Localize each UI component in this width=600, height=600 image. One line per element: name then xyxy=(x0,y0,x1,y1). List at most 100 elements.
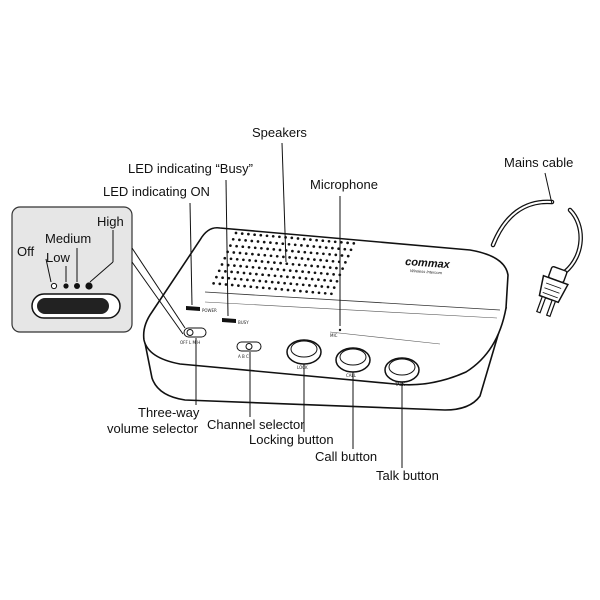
grille-hole xyxy=(235,244,238,248)
grille-hole xyxy=(286,288,290,292)
grille-hole xyxy=(297,250,300,254)
grille-hole xyxy=(274,287,277,291)
grille-hole xyxy=(266,247,269,251)
volume-switch[interactable] xyxy=(183,327,207,338)
grille-hole xyxy=(230,283,234,287)
grille-hole xyxy=(278,248,282,252)
grille-hole xyxy=(317,291,321,295)
grille-hole xyxy=(278,235,281,239)
grille-hole xyxy=(259,233,263,237)
grille-hole xyxy=(292,289,296,292)
grille-hole xyxy=(313,258,316,261)
grille-hole xyxy=(255,272,258,276)
grille-hole xyxy=(247,232,250,236)
mains-cable xyxy=(490,199,583,275)
talk-button-text: TALK xyxy=(394,382,405,387)
grille-hole xyxy=(243,284,246,288)
grille-hole xyxy=(301,283,305,287)
grille-hole xyxy=(239,264,242,268)
grille-hole xyxy=(261,273,264,277)
grille-hole xyxy=(242,258,245,262)
grille-hole xyxy=(308,284,311,287)
channel-switch[interactable] xyxy=(236,341,262,352)
grille-hole xyxy=(327,239,331,243)
grille-hole xyxy=(291,262,295,266)
grille-hole xyxy=(242,271,246,275)
grille-hole xyxy=(233,264,236,267)
grille-hole xyxy=(321,239,325,243)
grille-hole xyxy=(235,257,239,261)
grille-hole xyxy=(333,240,337,244)
talk-button-label: Talk button xyxy=(376,468,439,483)
grille-hole xyxy=(239,277,243,281)
three-way-label-line2: volume selector xyxy=(107,421,199,436)
lock-button[interactable] xyxy=(286,339,322,365)
grille-hole xyxy=(240,232,244,235)
grille-hole xyxy=(340,254,344,257)
call-button[interactable] xyxy=(335,347,371,373)
mains-plug xyxy=(536,265,569,318)
grille-hole xyxy=(275,254,279,258)
grille-hole xyxy=(288,256,291,259)
grille-hole xyxy=(270,280,274,284)
grille-hole xyxy=(326,285,330,289)
grille-hole xyxy=(241,245,245,249)
led-busy-label: LED indicating “Busy” xyxy=(128,161,253,176)
grille-hole xyxy=(331,246,334,250)
grille-hole xyxy=(221,276,224,280)
mains-cable-label: Mains cable xyxy=(504,155,573,170)
inset-low-dot xyxy=(63,283,69,289)
grille-hole xyxy=(340,240,343,244)
grille-hole xyxy=(260,246,263,250)
volume-scale-text: OFF L M H xyxy=(180,340,200,345)
grille-hole xyxy=(224,270,227,273)
grille-hole xyxy=(266,260,270,264)
grille-hole xyxy=(307,270,311,274)
inset-off-label: Off xyxy=(17,244,34,259)
grille-hole xyxy=(246,278,249,282)
call-button-text: CALL xyxy=(346,373,357,378)
grille-hole xyxy=(319,258,322,262)
grille-hole xyxy=(302,237,306,241)
inset-off-dot xyxy=(50,282,58,290)
microphone-label: Microphone xyxy=(310,177,378,192)
grille-hole xyxy=(312,245,316,248)
led-busy-leader xyxy=(225,179,229,317)
grille-hole xyxy=(289,282,293,286)
grille-hole xyxy=(248,272,252,275)
grille-hole xyxy=(313,271,317,275)
grille-hole xyxy=(277,281,280,284)
grille-hole xyxy=(218,282,222,286)
grille-hole xyxy=(234,231,238,235)
grille-hole xyxy=(296,237,300,240)
grille-hole xyxy=(257,266,261,270)
grille-hole xyxy=(217,269,221,273)
grille-hole xyxy=(212,282,215,285)
channel-scale-text: A B C xyxy=(238,354,249,359)
grille-hole xyxy=(328,266,332,269)
grille-hole xyxy=(252,279,255,282)
grille-hole xyxy=(265,234,269,238)
lock-button-text: LOCK xyxy=(297,365,308,370)
grille-hole xyxy=(251,252,254,256)
grille-hole xyxy=(285,262,289,266)
grille-hole xyxy=(343,247,347,251)
brand-logo: commax xyxy=(405,256,451,271)
grille-hole xyxy=(298,276,302,280)
grille-hole xyxy=(315,238,318,242)
grille-hole xyxy=(279,261,282,265)
grille-hole xyxy=(249,285,253,289)
grille-hole xyxy=(283,281,286,285)
grille-hole xyxy=(293,243,297,247)
intercom-body xyxy=(142,226,509,411)
grille-hole xyxy=(224,283,228,286)
grille-hole xyxy=(269,254,273,258)
inset-off-leader xyxy=(45,258,52,283)
grille-hole xyxy=(304,277,308,280)
grille-hole xyxy=(344,261,347,264)
grille-hole xyxy=(280,288,284,291)
power-led-text: POWER xyxy=(202,308,217,313)
talk-button[interactable] xyxy=(384,357,420,383)
three-way-label-line1: Three-way xyxy=(138,405,200,420)
